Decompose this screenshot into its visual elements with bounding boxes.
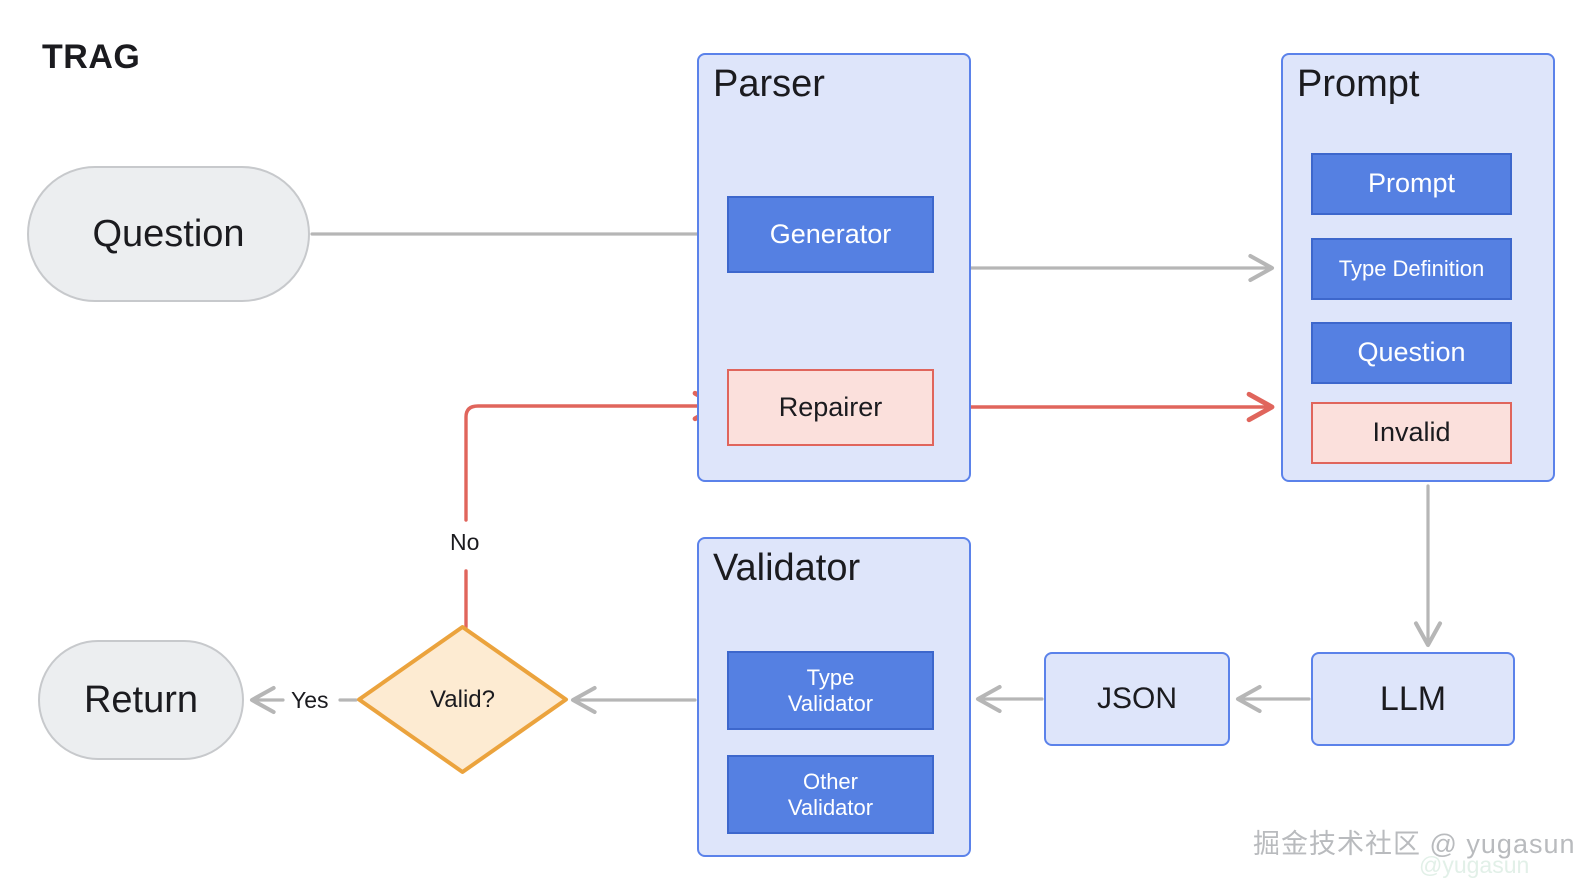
chip-prompt-item-label: Prompt bbox=[1367, 168, 1456, 199]
group-prompt-title: Prompt bbox=[1297, 63, 1420, 105]
chip-type-definition[interactable]: Type Definition bbox=[1311, 238, 1512, 300]
chip-type-definition-label: Type Definition bbox=[1338, 256, 1485, 282]
chip-generator[interactable]: Generator bbox=[727, 196, 934, 273]
watermark: 掘金技术社区 @ yugasun bbox=[1253, 829, 1576, 859]
chip-prompt-item[interactable]: Prompt bbox=[1311, 153, 1512, 215]
group-parser-title: Parser bbox=[713, 63, 825, 105]
node-llm-label: LLM bbox=[1379, 679, 1447, 718]
node-json[interactable]: JSON bbox=[1044, 652, 1230, 746]
edge-label-no: No bbox=[447, 529, 483, 556]
chip-type-validator-line2: Validator bbox=[787, 690, 874, 716]
node-llm[interactable]: LLM bbox=[1311, 652, 1515, 746]
chip-other-validator-line2: Validator bbox=[787, 794, 874, 820]
edge-label-yes: Yes bbox=[288, 687, 332, 714]
chip-other-validator-line1: Other bbox=[802, 768, 858, 794]
node-valid-decision[interactable]: Valid? bbox=[359, 627, 566, 772]
node-return-label: Return bbox=[83, 678, 199, 721]
node-return[interactable]: Return bbox=[38, 640, 244, 760]
chip-repairer[interactable]: Repairer bbox=[727, 369, 934, 446]
diagram-title: TRAG bbox=[42, 38, 141, 76]
chip-invalid-label: Invalid bbox=[1372, 417, 1451, 448]
chip-prompt-question[interactable]: Question bbox=[1311, 322, 1512, 384]
chip-type-validator-line1: Type bbox=[806, 664, 855, 690]
chip-prompt-question-label: Question bbox=[1357, 337, 1466, 368]
chip-type-validator[interactable]: Type Validator bbox=[727, 651, 934, 730]
node-json-label: JSON bbox=[1096, 682, 1177, 715]
node-valid-label: Valid? bbox=[430, 685, 495, 713]
node-question-label: Question bbox=[92, 212, 245, 255]
group-validator-title: Validator bbox=[713, 547, 861, 589]
chip-other-validator[interactable]: Other Validator bbox=[727, 755, 934, 834]
watermark-ghost: @yugasun bbox=[1419, 852, 1530, 878]
chip-repairer-label: Repairer bbox=[778, 391, 883, 422]
chip-invalid[interactable]: Invalid bbox=[1311, 402, 1512, 464]
node-question[interactable]: Question bbox=[27, 166, 310, 302]
edge-valid-no-to-repairer-leg bbox=[464, 390, 721, 522]
chip-generator-label: Generator bbox=[769, 218, 892, 249]
